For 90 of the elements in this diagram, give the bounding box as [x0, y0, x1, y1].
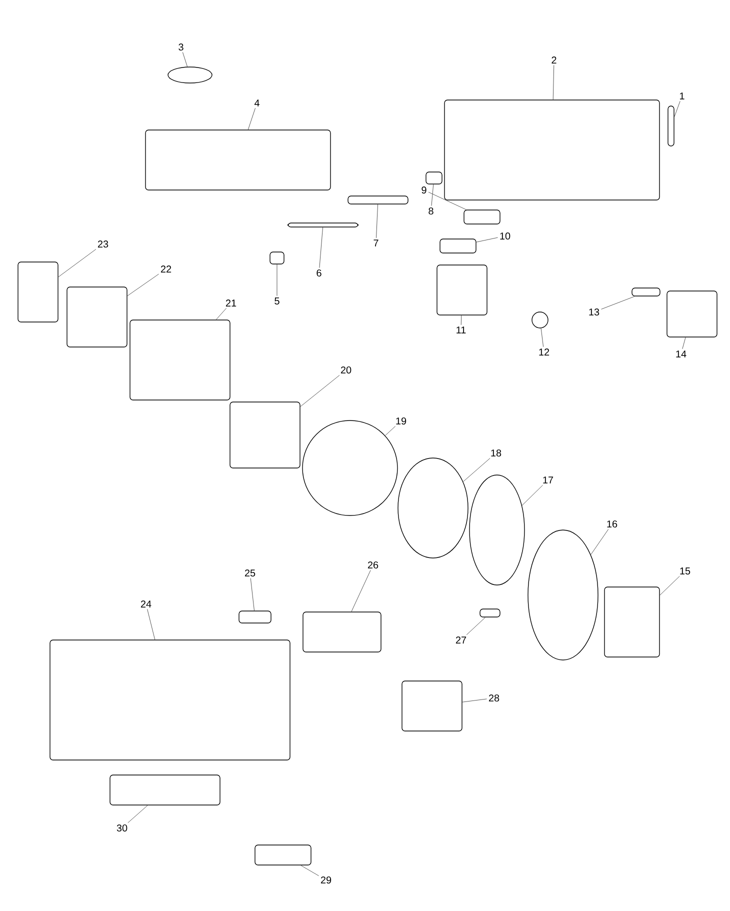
sponge — [402, 680, 462, 732]
callout-number: 5 — [272, 296, 282, 306]
callout-number: 9 — [420, 185, 428, 196]
leader-line — [319, 227, 324, 268]
leader-line — [674, 100, 680, 118]
callout-number: 21 — [224, 298, 238, 308]
callout-number: 13 — [586, 306, 602, 318]
hook — [632, 288, 660, 296]
leader-line — [182, 52, 188, 67]
cap — [168, 66, 212, 84]
frame — [66, 286, 128, 348]
clip — [532, 312, 548, 328]
fan-housing — [398, 458, 468, 558]
leader-line — [216, 308, 227, 320]
leader-line — [682, 337, 686, 350]
leader-line — [462, 458, 490, 482]
callout-number: 16 — [604, 518, 620, 530]
callout-number: 27 — [454, 635, 468, 645]
leader-line — [522, 484, 543, 506]
leader-line — [431, 184, 434, 206]
leader-line — [462, 698, 487, 702]
callout-number: 28 — [486, 692, 502, 704]
callout-number: 25 — [242, 568, 258, 578]
leader-line — [601, 296, 635, 310]
impeller — [469, 474, 525, 586]
circuit-board — [302, 612, 382, 652]
spring — [348, 196, 408, 204]
leader-line — [147, 608, 156, 640]
callout-number: 2 — [550, 55, 558, 65]
leader-line — [660, 576, 680, 596]
leader-line — [590, 529, 609, 555]
terminal — [238, 610, 272, 624]
leader-line — [250, 578, 254, 611]
callout-number: 14 — [674, 349, 688, 359]
catch — [270, 252, 284, 264]
callout-number: 10 — [498, 230, 512, 242]
callout-number: 8 — [426, 206, 436, 216]
bolt — [668, 106, 674, 146]
leader-line — [300, 375, 340, 407]
leader-line — [460, 315, 462, 326]
leader-line — [428, 192, 466, 210]
leader-line — [466, 617, 486, 636]
callout-number: 26 — [366, 560, 380, 570]
callout-number: 12 — [536, 347, 552, 357]
callout-number: 3 — [176, 42, 186, 52]
leader-line — [476, 237, 498, 242]
switch — [440, 238, 476, 254]
callout-number: 17 — [540, 475, 556, 485]
motor — [604, 586, 660, 658]
callout-number: 15 — [678, 566, 692, 576]
housing — [444, 100, 660, 200]
callout-number: 18 — [488, 448, 504, 458]
leader-line — [376, 204, 378, 238]
leader-line — [58, 249, 96, 278]
callout-number: 24 — [138, 599, 154, 609]
leader-line — [248, 108, 256, 130]
callout-number: 22 — [158, 264, 174, 274]
leader-line — [540, 328, 544, 348]
fan — [528, 530, 598, 660]
catch — [426, 172, 442, 184]
leader-line — [128, 805, 148, 823]
sponge — [436, 264, 488, 316]
seal — [18, 262, 58, 322]
leader-line — [300, 865, 319, 876]
callout-number: 30 — [114, 822, 130, 834]
leader-line — [127, 274, 159, 296]
label-plate — [254, 844, 312, 866]
housing — [50, 640, 290, 760]
screw — [480, 608, 500, 618]
battery — [110, 774, 220, 806]
callout-number: 1 — [678, 91, 686, 101]
callout-number: 6 — [314, 268, 324, 278]
filter — [230, 402, 300, 468]
filter-bag — [130, 320, 230, 400]
cover — [145, 130, 331, 190]
callout-number: 29 — [318, 874, 334, 886]
callout-number: 4 — [252, 98, 262, 108]
callout-number: 11 — [454, 325, 468, 335]
callout-number: 20 — [338, 364, 354, 376]
leader-line — [384, 426, 396, 436]
callout-number: 19 — [394, 416, 408, 426]
leader-line — [552, 64, 554, 100]
callout-number: 7 — [372, 238, 380, 248]
rod — [288, 222, 358, 228]
switch-knob — [464, 210, 500, 224]
callout-number: 23 — [96, 238, 110, 250]
leader-line — [351, 570, 371, 612]
cover — [666, 290, 718, 338]
ring — [302, 420, 398, 516]
leader-line — [276, 264, 278, 296]
